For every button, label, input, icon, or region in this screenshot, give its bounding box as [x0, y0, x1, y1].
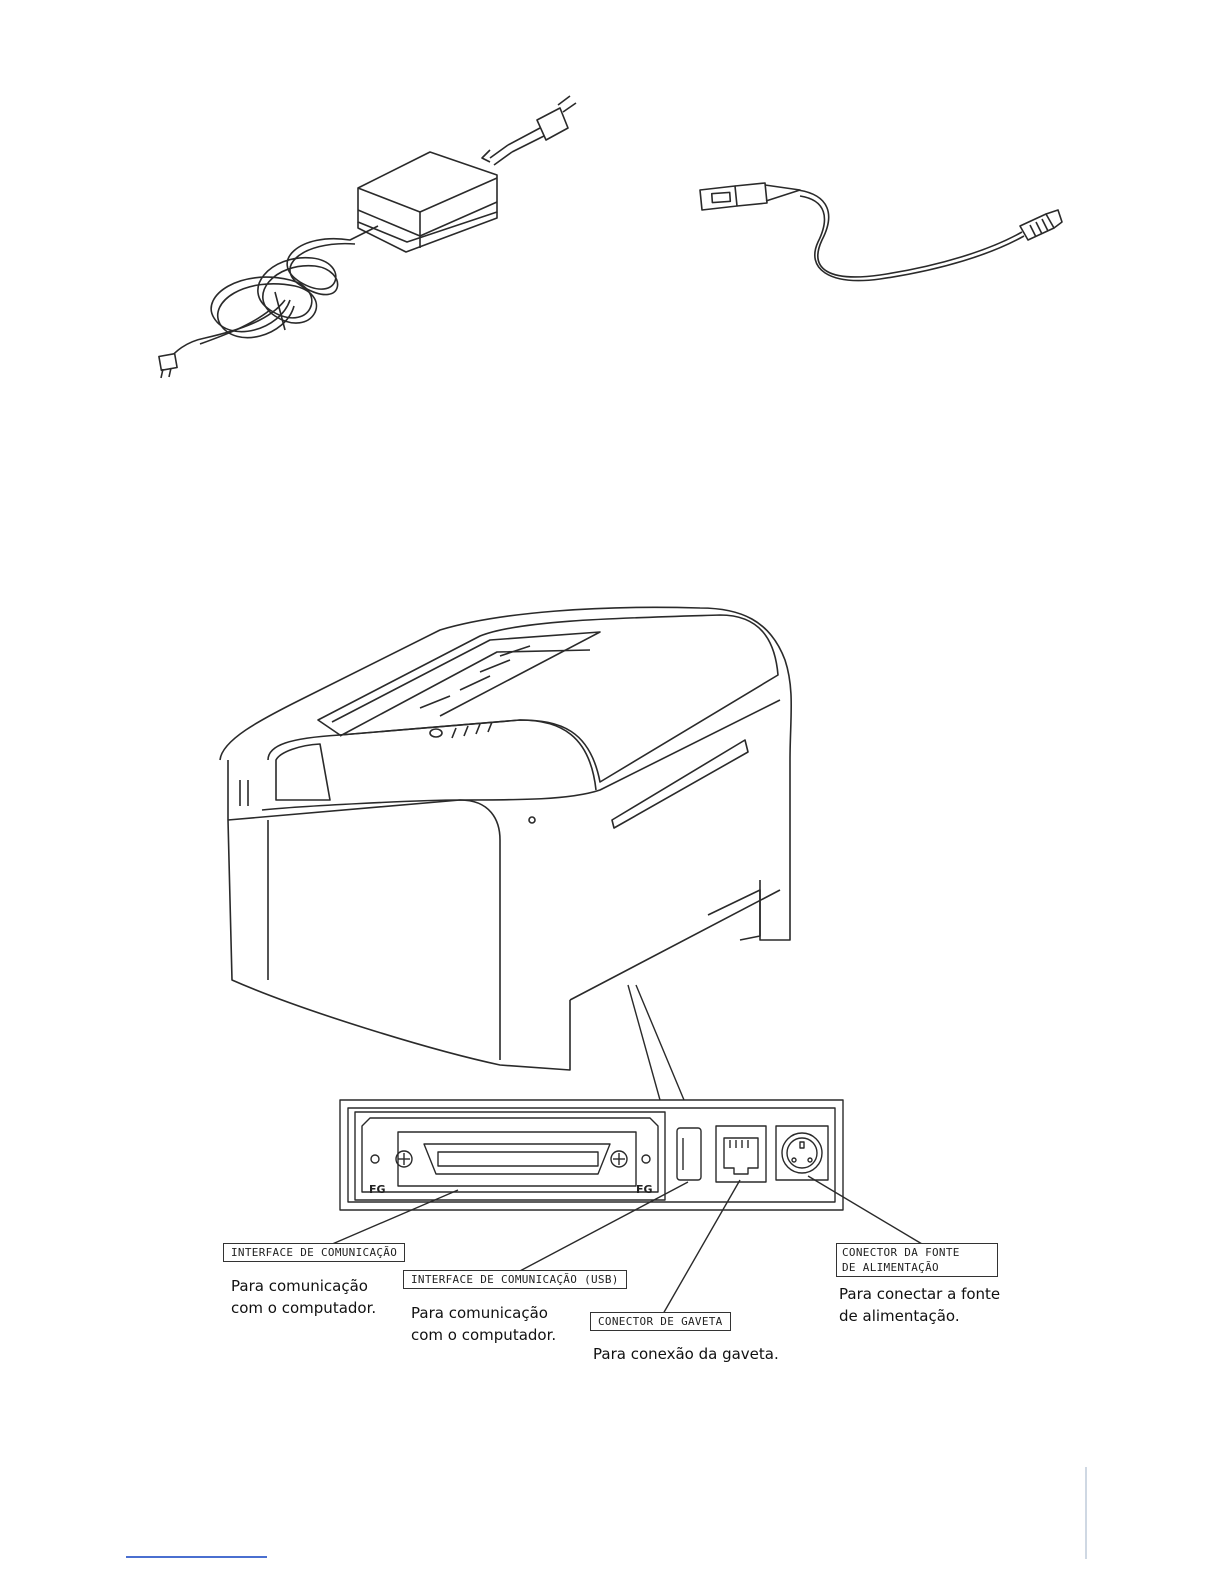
fg-label-right: FG: [636, 1183, 653, 1196]
usb-description: Para comunicação com o computador.: [411, 1302, 556, 1346]
page-margin-rule: [1085, 1467, 1087, 1559]
usb-description-line2: com o computador.: [411, 1324, 556, 1346]
interface-parallel-label: INTERFACE DE COMUNICAÇÃO: [223, 1243, 405, 1262]
parallel-description-line1: Para comunicação: [231, 1275, 376, 1297]
interface-usb-label: INTERFACE DE COMUNICAÇÃO (USB): [403, 1270, 627, 1289]
drawer-connector-label: CONECTOR DE GAVETA: [590, 1312, 731, 1331]
power-description-line2: de alimentação.: [839, 1305, 1000, 1327]
power-connector-label: CONECTOR DA FONTE DE ALIMENTAÇÃO: [836, 1243, 998, 1277]
power-description-line1: Para conectar a fonte: [839, 1283, 1000, 1305]
parallel-description-line2: com o computador.: [231, 1297, 376, 1319]
usb-description-line1: Para comunicação: [411, 1302, 556, 1324]
fg-label-left: FG: [369, 1183, 386, 1196]
parallel-description: Para comunicação com o computador.: [231, 1275, 376, 1319]
power-description: Para conectar a fonte de alimentação.: [839, 1283, 1000, 1327]
power-connector-label-line2: DE ALIMENTAÇÃO: [842, 1260, 992, 1275]
drawer-description: Para conexão da gaveta.: [593, 1343, 779, 1365]
drawer-description-line1: Para conexão da gaveta.: [593, 1343, 779, 1365]
footer-link-underline: [126, 1556, 267, 1558]
power-connector-label-line1: CONECTOR DA FONTE: [842, 1245, 992, 1260]
